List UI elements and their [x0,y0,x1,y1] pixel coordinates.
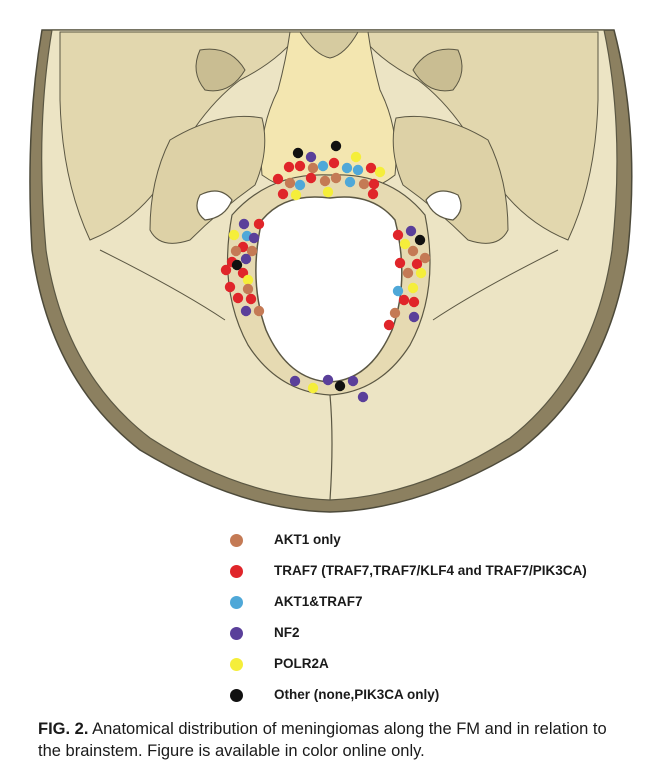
legend-swatch-traf7 [230,565,243,578]
tumor-dot-akt1 [331,173,341,183]
tumor-dot-nf2 [348,376,358,386]
tumor-dot-traf7 [306,173,316,183]
tumor-dot-traf7 [368,189,378,199]
tumor-dot-traf7 [273,174,283,184]
skull-base-illustration [0,0,658,520]
tumor-dot-traf7 [409,297,419,307]
tumor-dot-nf2 [241,306,251,316]
tumor-dot-akt1 [285,178,295,188]
tumor-dot-akt1 [243,284,253,294]
tumor-dot-nf2 [409,312,419,322]
tumor-dot-akt1traf7 [353,165,363,175]
legend-swatch-polr2a [230,658,243,671]
tumor-dot-akt1traf7 [393,286,403,296]
tumor-dot-polr2a [308,383,318,393]
tumor-dot-polr2a [323,187,333,197]
tumor-dot-polr2a [400,239,410,249]
tumor-dot-akt1 [408,246,418,256]
tumor-dot-polr2a [408,283,418,293]
figure-caption: FIG. 2. Anatomical distribution of menin… [38,718,628,762]
tumor-dot-traf7 [384,320,394,330]
tumor-dot-polr2a [416,268,426,278]
tumor-dot-traf7 [278,189,288,199]
legend-swatch-akt1traf7 [230,596,243,609]
tumor-dot-akt1traf7 [295,180,305,190]
tumor-dot-nf2 [241,254,251,264]
tumor-dot-nf2 [290,376,300,386]
tumor-dot-akt1 [320,176,330,186]
tumor-dot-traf7 [399,295,409,305]
tumor-dot-traf7 [366,163,376,173]
tumor-dot-akt1traf7 [342,163,352,173]
legend-swatch-nf2 [230,627,243,640]
tumor-dot-traf7 [369,179,379,189]
tumor-dot-nf2 [306,152,316,162]
tumor-dot-traf7 [246,294,256,304]
legend-label-other: Other (none,PIK3CA only) [274,687,439,702]
tumor-dot-akt1 [308,163,318,173]
tumor-dot-other [331,141,341,151]
legend-swatch-other [230,689,243,702]
tumor-dot-other [293,148,303,158]
tumor-dot-akt1 [231,246,241,256]
tumor-dot-nf2 [406,226,416,236]
caption-text: Anatomical distribution of meningiomas a… [38,720,607,760]
legend-item-polr2a: POLR2A [215,649,655,680]
tumor-dot-other [335,381,345,391]
tumor-dot-polr2a [291,190,301,200]
tumor-dot-traf7 [221,265,231,275]
tumor-dot-traf7 [412,259,422,269]
legend-label-akt1traf7: AKT1&TRAF7 [274,594,363,609]
tumor-dot-nf2 [239,219,249,229]
legend-item-akt1traf7: AKT1&TRAF7 [215,587,655,618]
legend-item-other: Other (none,PIK3CA only) [215,680,655,711]
skull-base-svg [0,0,658,520]
tumor-dot-traf7 [284,162,294,172]
tumor-dot-akt1traf7 [345,177,355,187]
legend-item-akt1: AKT1 only [215,525,655,556]
tumor-dot-polr2a [375,167,385,177]
tumor-dot-nf2 [249,233,259,243]
legend-item-nf2: NF2 [215,618,655,649]
tumor-dot-traf7 [329,158,339,168]
tumor-dot-traf7 [395,258,405,268]
tumor-dot-akt1 [254,306,264,316]
tumor-dot-polr2a [243,275,253,285]
legend-item-traf7: TRAF7 (TRAF7,TRAF7/KLF4 and TRAF7/PIK3CA… [215,556,655,587]
tumor-dot-nf2 [358,392,368,402]
tumor-dot-polr2a [351,152,361,162]
tumor-dot-traf7 [393,230,403,240]
tumor-dot-akt1 [359,179,369,189]
caption-label: FIG. 2. [38,720,88,738]
tumor-dot-other [415,235,425,245]
legend-label-akt1: AKT1 only [274,532,341,547]
legend-label-polr2a: POLR2A [274,656,329,671]
tumor-dot-nf2 [323,375,333,385]
tumor-dot-traf7 [295,161,305,171]
tumor-dot-traf7 [225,282,235,292]
tumor-dot-traf7 [254,219,264,229]
legend-swatch-akt1 [230,534,243,547]
legend-label-nf2: NF2 [274,625,300,640]
tumor-dot-polr2a [229,230,239,240]
tumor-dot-akt1 [403,268,413,278]
tumor-dot-traf7 [233,293,243,303]
legend-label-traf7: TRAF7 (TRAF7,TRAF7/KLF4 and TRAF7/PIK3CA… [274,563,587,578]
tumor-dot-akt1 [390,308,400,318]
tumor-dot-akt1traf7 [318,161,328,171]
